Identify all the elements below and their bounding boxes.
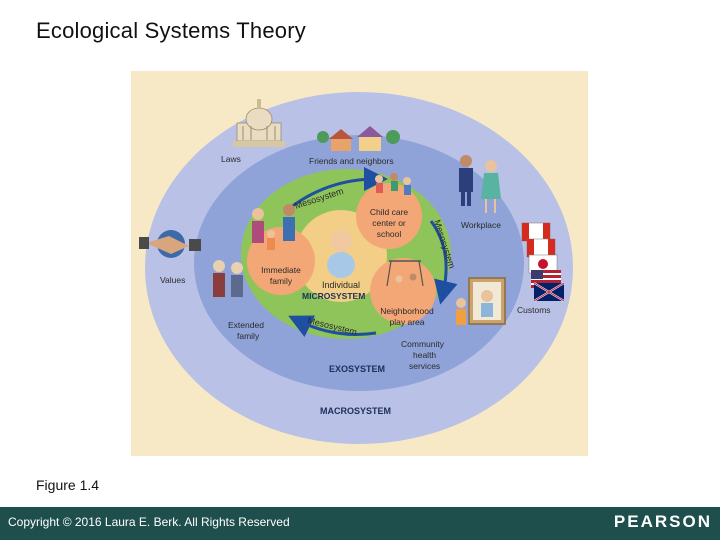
mesosystem-arrow-right [429,220,458,305]
handshake-icon [139,230,201,258]
immediate-family-label-1: Immediate [261,265,301,275]
slide-title: Ecological Systems Theory [36,18,306,43]
microsystem-label: MICROSYSTEM [302,291,365,301]
extended-family-label-1: Extended [228,320,264,330]
ecological-systems-diagram: Mesosystem Mesosystem Mesosystem Individ… [131,71,588,456]
houses-icon [317,126,400,151]
flags-icon [521,222,565,302]
extended-family-figures [213,260,243,297]
childcare-label-3: school [377,229,402,239]
pearson-logo: PEARSON [613,512,712,531]
individual-label: Individual [322,280,360,290]
neighborhood-label-2: play area [390,317,425,327]
footer-bar: Copyright © 2016 Laura E. Berk. All Righ… [0,507,720,540]
setting-childcare [356,183,422,249]
community-label-3: services [409,361,440,371]
immediate-family-figures [252,204,295,250]
swing-set-icon [386,260,424,287]
exosystem-label: EXOSYSTEM [329,364,385,374]
setting-immediate-family [247,227,315,295]
mesosystem-arrow-top [285,167,388,213]
mesosystem-arrow-bottom [288,315,377,338]
figure-caption: Figure 1.4 [36,477,100,493]
values-label: Values [160,275,185,285]
friends-neighbors-label: Friends and neighbors [309,156,394,166]
diagram-svg: Mesosystem Mesosystem Mesosystem Individ… [139,92,573,444]
laws-label: Laws [221,154,241,164]
childcare-label-1: Child care [370,207,409,217]
setting-neighborhood [370,258,436,324]
community-label-1: Community [401,339,445,349]
childcare-label-2: center or [372,218,406,228]
community-health-picture-icon [456,277,506,325]
childcare-children-figures [375,173,411,195]
macrosystem-label: MACROSYSTEM [320,406,391,416]
workplace-people-icon [459,155,501,213]
capitol-building-icon [233,99,285,147]
neighborhood-label-1: Neighborhood [380,306,434,316]
customs-label: Customs [517,305,551,315]
immediate-family-label-2: family [270,276,293,286]
child-figure [327,230,355,278]
workplace-label: Workplace [461,220,501,230]
community-label-2: health [413,350,436,360]
extended-family-label-2: family [237,331,260,341]
copyright-text: Copyright © 2016 Laura E. Berk. All Righ… [8,515,290,529]
